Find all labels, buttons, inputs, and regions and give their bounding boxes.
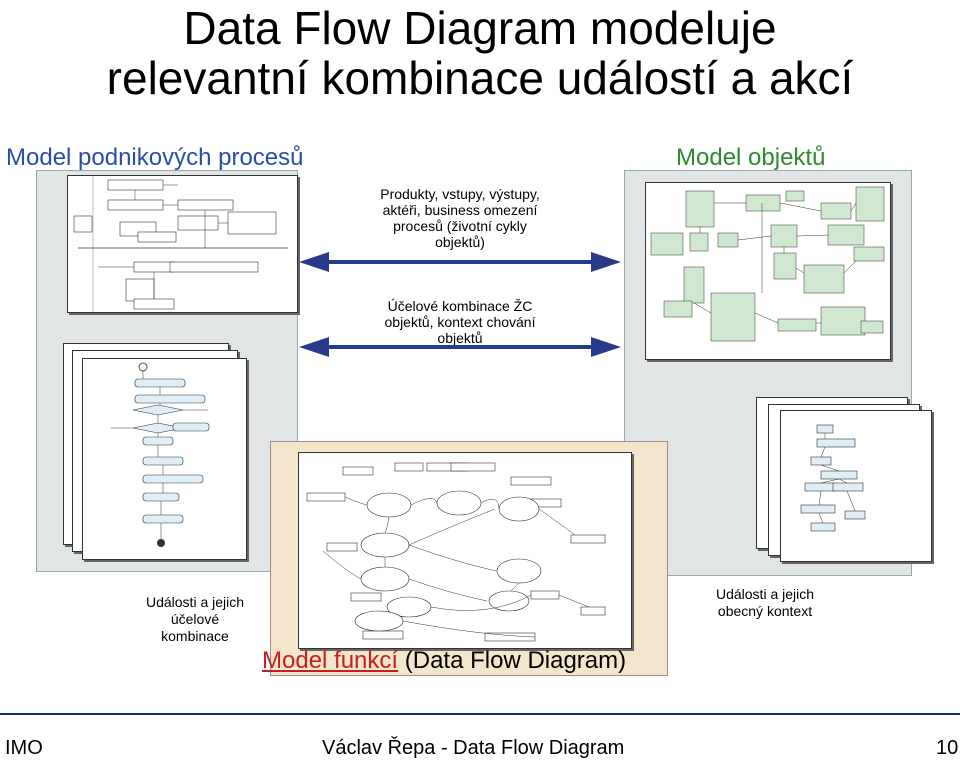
function-model-subtitle: (Data Flow Diagram) [398,647,627,674]
activity-diagram [82,358,247,560]
class-diagram-drawing [650,186,885,342]
footer-divider [0,713,960,715]
bottom-double-arrow [299,337,621,357]
bottom-arrow-text-line: objektů [437,330,483,346]
activity-flow-drawing [111,362,210,547]
object-model-heading: Model objektů [676,144,826,171]
object-model-diagram [645,182,891,360]
process-flow-drawing [73,176,288,312]
slide-title-line-1: Data Flow Diagram modeluje [183,2,777,54]
top-double-arrow [299,252,621,272]
footer-center: Václav Řepa - Data Flow Diagram [322,737,625,759]
events-purpose-label: Události a jejich účelové kombinace [120,594,270,645]
bottom-arrow-text-line: Účelové kombinace ŽC [387,298,533,314]
top-arrow-text: Produkty, vstupy, výstupy, aktéři, busin… [330,186,590,250]
state-diagram [780,410,932,562]
top-arrow-text-line: Produkty, vstupy, výstupy, [380,186,540,202]
events-purpose-label-line: kombinace [161,628,229,644]
state-flow-drawing [800,424,866,532]
bottom-arrow-text: Účelové kombinace ŽC objektů, kontext ch… [330,298,590,346]
footer-left: IMO [5,737,43,759]
events-context-label-line: Události a jejich [715,586,815,602]
events-context-label: Události a jejich obecný kontext [690,586,840,620]
top-arrow-text-line: procesů (životní cykly [393,218,527,234]
events-context-label-line: obecný kontext [717,603,813,619]
top-arrow-text-line: aktéři, business omezení [382,202,538,218]
slide-title-line-2: relevantní kombinace událostí a akcí [106,52,854,104]
footer-page-number: 10 [936,737,959,759]
events-purpose-label-line: Události a jejich [145,594,245,610]
top-arrow-text-line: objektů) [435,234,485,250]
function-model-caption: Model funkcí (Data Flow Diagram) [262,646,626,676]
bidirectional-arrows [299,252,621,357]
dfd-drawing [306,462,606,642]
business-process-model-heading: Model podnikových procesů [6,144,304,171]
bottom-arrow-text-line: objektů, kontext chování [384,314,536,330]
business-process-diagram [67,175,298,313]
function-model-title: Model funkcí [262,647,399,674]
data-flow-diagram [298,452,632,649]
events-purpose-label-line: účelové [170,611,220,627]
